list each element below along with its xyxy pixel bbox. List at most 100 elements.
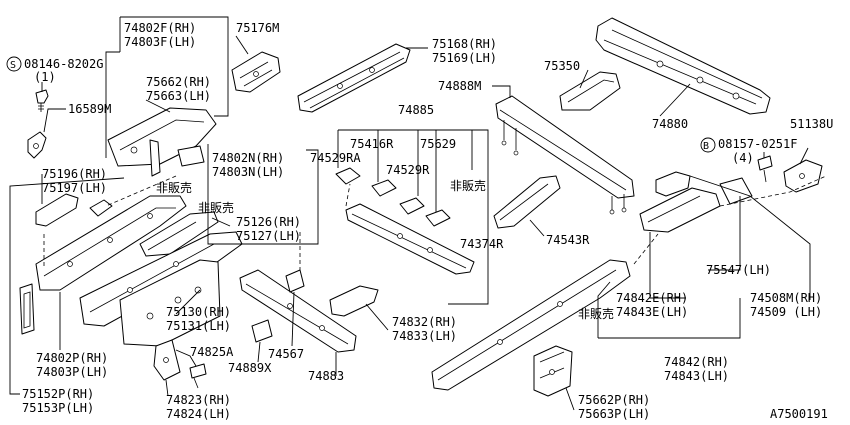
label-75153p[interactable]: 75153P(LH)	[22, 401, 94, 415]
label-75130[interactable]: 75130(RH)	[166, 305, 231, 319]
bracket-74823-part[interactable]	[153, 339, 181, 381]
label-75350[interactable]: 75350	[544, 59, 580, 73]
label-75197[interactable]: 75197(LH)	[42, 181, 107, 195]
side-member-74842-part[interactable]	[431, 259, 631, 391]
leader-51138u	[799, 147, 809, 165]
label-74889x[interactable]: 74889X	[228, 361, 272, 375]
leader-74802n	[207, 144, 319, 245]
label-75663[interactable]: 75663(LH)	[146, 89, 211, 103]
leader-74823	[165, 379, 169, 397]
member-75126-part[interactable]	[139, 211, 219, 257]
bolt-08146-part[interactable]	[35, 89, 49, 112]
member-75662-part[interactable]	[107, 107, 217, 177]
leader-75662p	[565, 387, 575, 411]
label-16589m[interactable]: 16589M	[68, 102, 111, 116]
label-75131[interactable]: 75131(LH)	[166, 319, 231, 333]
label-74883[interactable]: 74883	[308, 369, 344, 383]
rail-74883-part[interactable]	[239, 269, 357, 353]
bracket-74889x-part[interactable]	[251, 319, 273, 343]
label-75176m[interactable]: 75176M	[236, 21, 279, 35]
member-74842e-part[interactable]	[639, 187, 721, 233]
label-74825a[interactable]: 74825A	[190, 345, 234, 359]
label-74803p[interactable]: 74803P(LH)	[36, 365, 108, 379]
side-member-74802p-part[interactable]	[35, 195, 187, 291]
label-75127[interactable]: 75127(LH)	[236, 229, 301, 243]
label-74803n[interactable]: 74803N(LH)	[212, 165, 284, 179]
label-74543r[interactable]: 74543R	[546, 233, 590, 247]
clip-16589m-part[interactable]	[27, 131, 47, 159]
label-75663p[interactable]: 75663P(LH)	[578, 407, 650, 421]
label-75662p[interactable]: 75662P(RH)	[578, 393, 650, 407]
label-75629[interactable]: 75629	[420, 137, 456, 151]
label-08157-0251f[interactable]: 08157-0251F	[718, 137, 797, 151]
label-74802p[interactable]: 74802P(RH)	[36, 351, 108, 365]
label-74802f[interactable]: 74802F(RH)	[124, 21, 196, 35]
crossmember-74880-part[interactable]	[595, 17, 771, 115]
dashed-line-1	[105, 175, 177, 207]
reinforcement-74529r-part[interactable]	[399, 197, 425, 215]
label-75547[interactable]: 75547(LH)	[706, 263, 771, 277]
label-75196[interactable]: 75196(RH)	[42, 167, 107, 181]
s-mark-circle	[6, 56, 22, 72]
leader-75662	[145, 99, 171, 113]
label-74529r[interactable]: 74529R	[386, 163, 430, 177]
label-75126[interactable]: 75126(RH)	[236, 215, 301, 229]
reinforcement-74529ra-part[interactable]	[335, 167, 361, 185]
label-74529ra[interactable]: 74529RA	[310, 151, 361, 165]
crossmember-74888m-part[interactable]	[495, 95, 635, 215]
bracket-75176m-part[interactable]	[231, 51, 281, 93]
label-74824[interactable]: 74824(LH)	[166, 407, 231, 421]
label-08146-8202g[interactable]: 08146-8202G	[24, 57, 103, 71]
dashed-line-2	[345, 183, 351, 207]
label-74509[interactable]: 74509 (LH)	[750, 305, 822, 319]
leader-74842e	[649, 232, 686, 299]
plate-74508m-part[interactable]	[655, 171, 691, 197]
label-74888m[interactable]: 74888M	[438, 79, 481, 93]
label-51138u[interactable]: 51138U	[790, 117, 833, 131]
bracket-74567-part[interactable]	[285, 269, 305, 293]
leader-75176m	[235, 35, 249, 55]
label-74374r[interactable]: 74374R	[460, 237, 504, 251]
label-74843[interactable]: 74843(LH)	[664, 369, 729, 383]
label-74567[interactable]: 74567	[268, 347, 304, 361]
frame-75152p-part[interactable]	[19, 283, 35, 335]
member-74832-part[interactable]	[329, 285, 379, 317]
reinforcement-75629-part[interactable]	[425, 209, 451, 227]
label-75152p[interactable]: 75152P(RH)	[22, 387, 94, 401]
leader-75130	[175, 289, 201, 315]
bracket-75662p-part[interactable]	[533, 345, 573, 397]
label-75169[interactable]: 75169(LH)	[432, 51, 497, 65]
b-mark-text: B	[703, 141, 709, 152]
dashed-line-4	[719, 175, 827, 207]
bolt-74825a-part[interactable]	[189, 363, 207, 389]
leader-75350	[579, 69, 589, 89]
bracket-75196-part[interactable]	[35, 193, 113, 227]
label-74508m[interactable]: 74508M(RH)	[750, 291, 822, 305]
rail-74543r-part[interactable]	[493, 175, 561, 229]
label-74833[interactable]: 74833(LH)	[392, 329, 457, 343]
leader-74567	[291, 291, 295, 347]
bracket-75350-part[interactable]	[559, 71, 621, 111]
label-74880[interactable]: 74880	[652, 117, 688, 131]
plate-75131-part[interactable]	[119, 259, 221, 347]
label-74842e[interactable]: 74842E(RH)	[616, 291, 688, 305]
label-74843e[interactable]: 74843E(LH)	[616, 305, 688, 319]
label-74803f[interactable]: 74803F(LH)	[124, 35, 196, 49]
label-75168[interactable]: 75168(RH)	[432, 37, 497, 51]
leader-74543r	[529, 219, 545, 237]
label-74802n[interactable]: 74802N(RH)	[212, 151, 284, 165]
label-74842[interactable]: 74842(RH)	[664, 355, 729, 369]
label-74823[interactable]: 74823(RH)	[166, 393, 231, 407]
label-74832[interactable]: 74832(RH)	[392, 315, 457, 329]
label-74885[interactable]: 74885	[398, 103, 434, 117]
bracket-51138u-part[interactable]	[783, 159, 823, 193]
member-74374r-part[interactable]	[345, 203, 475, 275]
bolt-08157-part[interactable]	[757, 155, 773, 183]
label-75662[interactable]: 75662(RH)	[146, 75, 211, 89]
label-hibaihin-1: 非販売	[450, 178, 486, 193]
rail-75168-part[interactable]	[297, 43, 411, 113]
label-75416r[interactable]: 75416R	[350, 137, 394, 151]
reinforcement-75416r-part[interactable]	[371, 179, 397, 197]
